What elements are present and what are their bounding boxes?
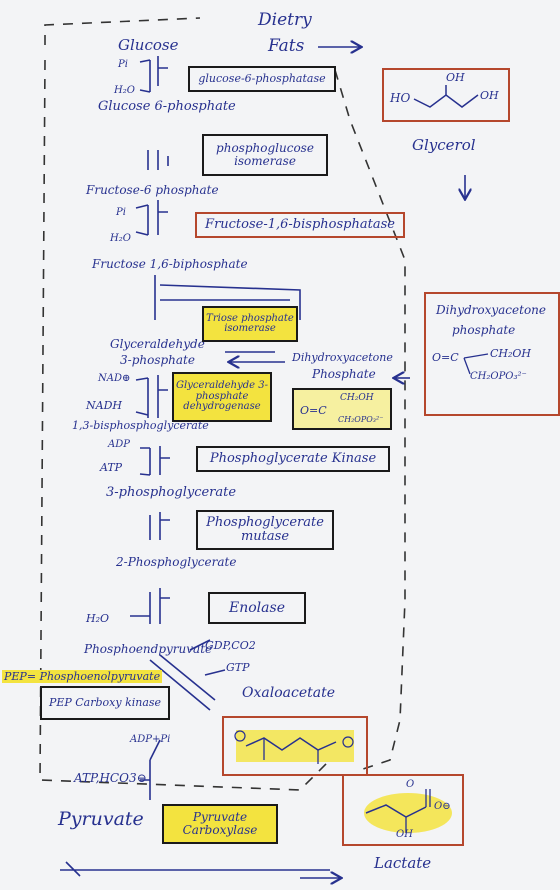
label-adp-1: ADP xyxy=(108,440,130,450)
enzyme-phosphoglycerate-mutase: Phosphoglycerate mutase xyxy=(196,510,334,550)
oxaloacetate-structure-box xyxy=(222,716,368,776)
label-adp-pi: ADP+Pi xyxy=(130,735,170,745)
label-glucose: Glucose xyxy=(118,38,178,53)
label-g3p-1: Glyceraldehyde xyxy=(110,338,205,350)
label-2pg: 2-Phosphoglycerate xyxy=(116,556,236,568)
lactate-o-minus: O⊖ xyxy=(434,802,451,812)
label-fructose-16bp: Fructose 1,6-biphosphate xyxy=(92,258,248,270)
enzyme-triose-phosphate-isomerase: Triose phosphate isomerase xyxy=(202,306,298,342)
label-gtp: GTP xyxy=(226,662,250,673)
label-dhap-1: Dihydroxyacetone xyxy=(292,352,393,363)
lactate-oh: OH xyxy=(396,830,413,840)
dhap2-ch2opo3: CH₂OPO₃²⁻ xyxy=(338,416,383,424)
dhap2-ch2oh: CH₂OH xyxy=(340,394,374,403)
glycerol-structure-box: HO OH OH xyxy=(382,68,510,122)
label-atp-1: ATP xyxy=(100,462,122,473)
enzyme-gapdh: Glyceraldehyde 3-phosphate dehydrogenase xyxy=(172,372,272,422)
label-fructose-6p: Fructose-6 phosphate xyxy=(86,184,219,196)
lactate-o: O xyxy=(406,780,414,790)
label-pep: Phosphoendpyruvate xyxy=(84,643,212,655)
enzyme-phosphoglucose-isomerase: phosphoglucose isomerase xyxy=(202,134,328,176)
label-lactate: Lactate xyxy=(374,856,431,871)
dhap-highlight-box: O=C CH₂OH CH₂OPO₃²⁻ xyxy=(292,388,392,430)
enzyme-glucose-6-phosphatase: glucose-6-phosphatase xyxy=(188,66,336,92)
label-h2o-2: H₂O xyxy=(110,234,131,244)
oxaloacetate-structure xyxy=(226,720,364,772)
label-gdp: GDP,CO2 xyxy=(205,640,256,651)
label-pi-1: Pi xyxy=(118,60,128,70)
label-oxaloacetate: Oxaloacetate xyxy=(242,686,335,700)
dhap-structure-box: Dihydroxyacetone phosphate O=C CH₂OH CH₂… xyxy=(424,292,560,416)
label-h2o-3: H₂O xyxy=(86,613,109,624)
dhap-bonds xyxy=(426,294,556,404)
enzyme-pep-carboxykinase: PEP Carboxy kinase xyxy=(40,686,170,720)
glycerol-ho: HO xyxy=(390,92,410,104)
label-nadh: NADH xyxy=(86,400,122,411)
title-line2: Fats xyxy=(268,38,304,55)
label-pep-definition: PEP= Phosphoenolpyruvate xyxy=(2,670,162,683)
title-line1: Dietry xyxy=(258,12,312,29)
enzyme-phosphoglycerate-kinase: Phosphoglycerate Kinase xyxy=(196,446,390,472)
label-glycerol: Glycerol xyxy=(412,138,476,153)
lactate-structure-box: O O⊖ OH xyxy=(342,774,464,846)
enzyme-fructose-16-bisphosphatase: Fructose-1,6-bisphosphatase xyxy=(195,212,405,238)
enzyme-enolase: Enolase xyxy=(208,592,306,624)
label-h2o-1: H₂O xyxy=(114,86,135,96)
label-glucose-6p: Glucose 6-phosphate xyxy=(98,100,236,113)
dhap2-oc: O=C xyxy=(300,405,327,416)
label-nad: NAD⊕ xyxy=(98,374,130,384)
label-pyruvate: Pyruvate xyxy=(58,810,144,829)
glycerol-oh-2: OH xyxy=(480,90,499,101)
enzyme-pyruvate-carboxylase: Pyruvate Carboxylase xyxy=(162,804,278,844)
glycerol-oh-1: OH xyxy=(446,72,465,83)
label-dhap-2: Phosphate xyxy=(312,368,376,380)
label-atp-hco3: ATP,HCO3⊖ xyxy=(74,772,147,784)
label-g3p-2: 3-phosphate xyxy=(120,354,195,366)
label-pi-2: Pi xyxy=(116,208,126,218)
label-3pg: 3-phosphoglycerate xyxy=(106,486,236,499)
